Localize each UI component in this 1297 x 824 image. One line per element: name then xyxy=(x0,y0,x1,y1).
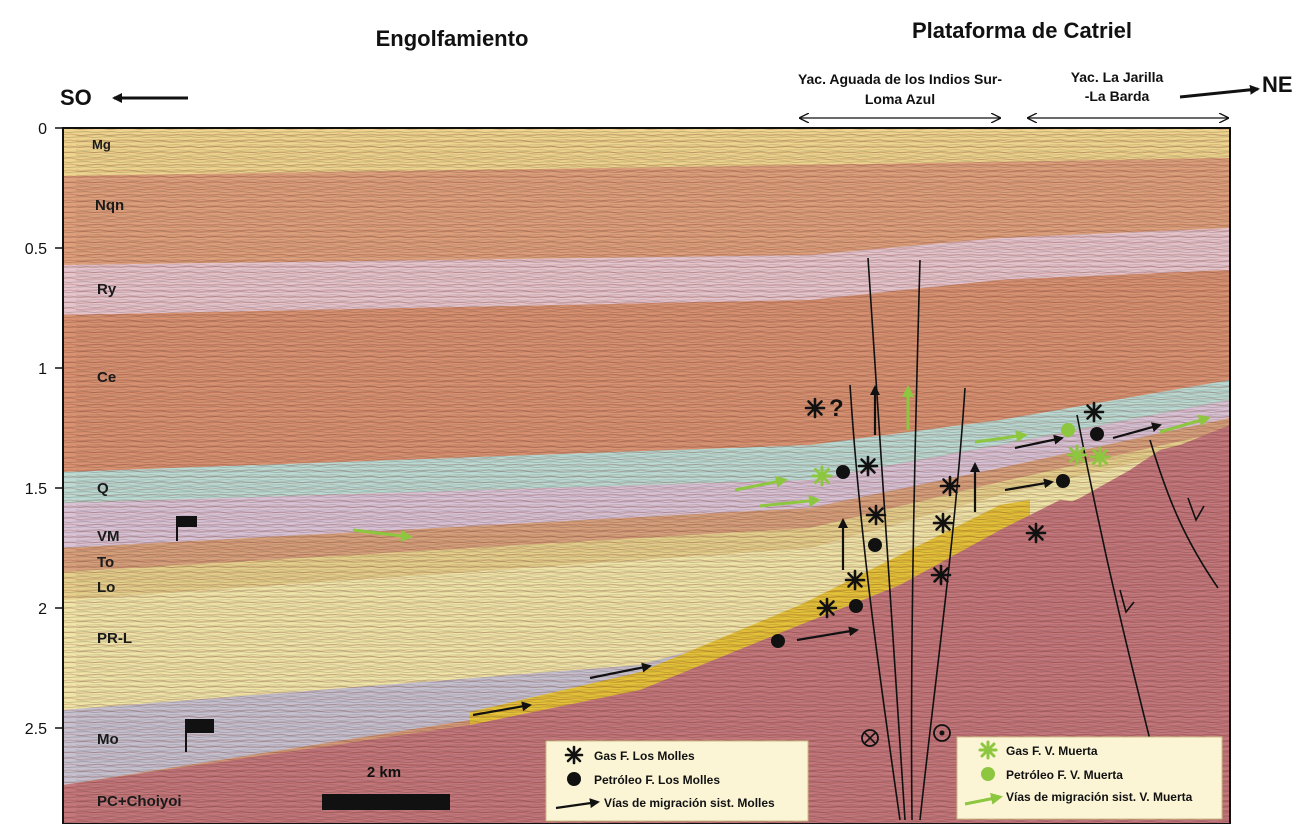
direction-label-so: SO xyxy=(60,85,92,110)
oil-molles-dot-icon xyxy=(868,538,882,552)
gas-molles-star-icon xyxy=(806,399,824,417)
scale-bar xyxy=(322,794,450,810)
oil-molles-dot-icon xyxy=(771,634,785,648)
time-axis xyxy=(55,128,63,728)
legend-gas-vmuerta-label: Gas F. V. Muerta xyxy=(1006,744,1098,758)
legend-oil-molles-label: Petróleo F. Los Molles xyxy=(594,773,720,787)
layer-label-prl: PR-L xyxy=(97,630,132,647)
field2-label-line1: Yac. La Jarilla xyxy=(1071,69,1164,85)
uncertain-gas-question-mark: ? xyxy=(829,395,844,422)
gas-vmuerta-star-icon xyxy=(1068,446,1086,464)
layer-label-ry: Ry xyxy=(97,281,117,298)
field2-label-line2: -La Barda xyxy=(1085,88,1150,104)
left-region-title: Engolfamiento xyxy=(376,26,529,51)
oil-vmuerta-dot-icon xyxy=(1061,423,1075,437)
axis-tick-label: 1 xyxy=(38,361,47,378)
gas-molles-star-icon xyxy=(867,506,885,524)
scale-bar-label: 2 km xyxy=(367,764,401,781)
legend-migration-vmuerta-label: Vías de migración sist. V. Muerta xyxy=(1006,790,1193,804)
gas-molles-star-icon xyxy=(1085,403,1103,421)
field1-label-line2: Loma Azul xyxy=(865,91,935,107)
axis-tick-label: 0 xyxy=(38,121,47,138)
legend-molles: Gas F. Los Molles Petróleo F. Los Molles… xyxy=(546,741,808,821)
gas-molles-star-icon xyxy=(934,514,952,532)
layer-label-mo: Mo xyxy=(97,731,119,748)
oil-molles-dot-icon xyxy=(1056,474,1070,488)
gas-molles-star-icon xyxy=(818,599,836,617)
legend-oil-molles-dot-icon xyxy=(567,772,581,786)
layer-label-pc-choiyoi: PC+Choiyoi xyxy=(97,793,182,810)
oil-molles-dot-icon xyxy=(1090,427,1104,441)
layer-label-to: To xyxy=(97,554,114,571)
layer-label-ce: Ce xyxy=(97,369,116,386)
layer-label-vm: VM xyxy=(97,528,120,545)
gas-vmuerta-star-icon xyxy=(1091,448,1109,466)
gas-molles-star-icon xyxy=(932,566,950,584)
gas-molles-star-icon xyxy=(846,571,864,589)
legend-gas-vmuerta-star-icon xyxy=(980,742,996,758)
gas-molles-star-icon xyxy=(1027,524,1045,542)
axis-tick-label: 2 xyxy=(38,601,47,618)
gas-vmuerta-star-icon xyxy=(813,467,831,485)
legend-oil-vmuerta-label: Petróleo F. V. Muerta xyxy=(1006,768,1123,782)
direction-label-ne: NE xyxy=(1262,72,1293,97)
legend-vmuerta: Gas F. V. Muerta Petróleo F. V. Muerta V… xyxy=(957,737,1222,819)
field1-label-line1: Yac. Aguada de los Indios Sur- xyxy=(798,71,1002,87)
direction-arrow-right-icon xyxy=(1180,89,1258,97)
axis-tick-label: 2.5 xyxy=(25,721,47,738)
oil-molles-dot-icon xyxy=(836,465,850,479)
axis-tick-label: 1.5 xyxy=(25,481,47,498)
oil-molles-dot-icon xyxy=(849,599,863,613)
legend-migration-molles-label: Vías de migración sist. Molles xyxy=(604,796,775,810)
layer-label-nqn: Nqn xyxy=(95,197,124,214)
legend-gas-molles-label: Gas F. Los Molles xyxy=(594,749,695,763)
legend-gas-molles-star-icon xyxy=(566,747,582,763)
layer-label-lo: Lo xyxy=(97,579,115,596)
layer-label-q: Q xyxy=(97,480,109,497)
layer-label-mg: Mg xyxy=(92,137,111,152)
legend-oil-vmuerta-dot-icon xyxy=(981,767,995,781)
axis-tick-label: 0.5 xyxy=(25,241,47,258)
right-region-title: Plataforma de Catriel xyxy=(912,18,1132,43)
gas-molles-star-icon xyxy=(941,477,959,495)
gas-molles-star-icon xyxy=(859,457,877,475)
